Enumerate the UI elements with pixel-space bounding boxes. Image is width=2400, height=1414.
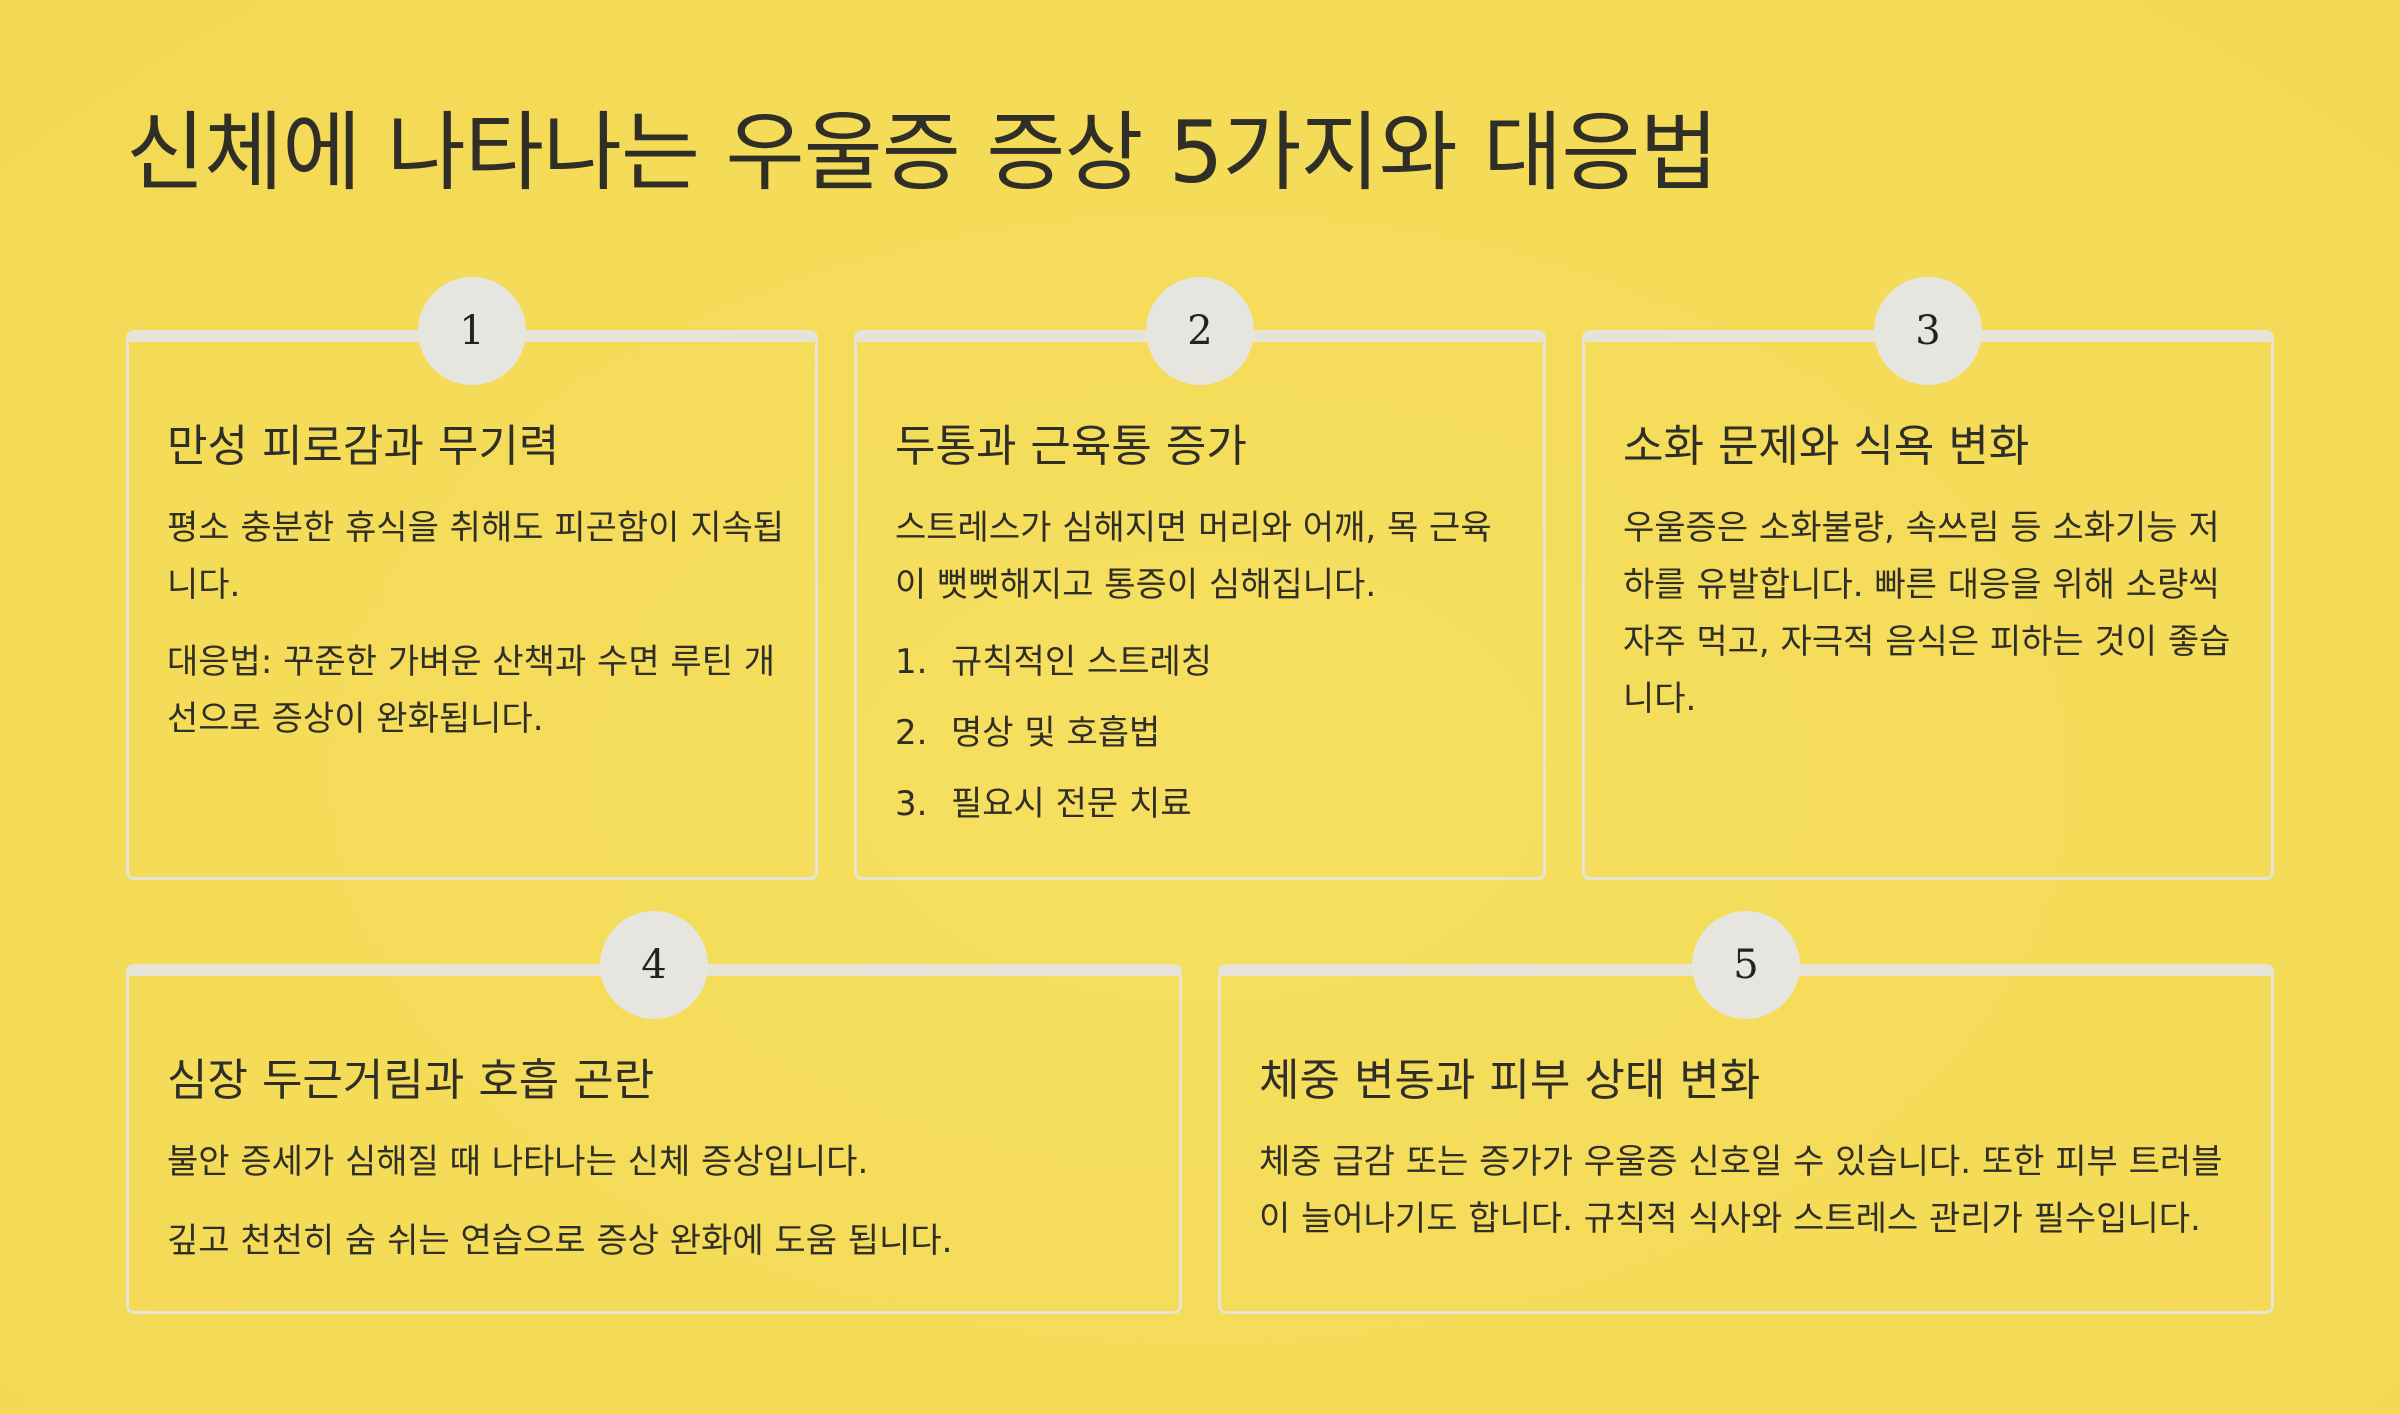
list-item-text: 규칙적인 스트레칭 (951, 642, 1213, 682)
symptom-card-5: 5 체중 변동과 피부 상태 변화 체중 급감 또는 증가가 우울증 신호일 수… (1218, 911, 2274, 1314)
step-number-badge: 1 (418, 277, 526, 385)
card-heading: 만성 피로감과 무기력 (167, 421, 560, 472)
list-item: 3. 필요시 전문 치료 (895, 776, 1513, 833)
list-item: 2. 명상 및 호흡법 (895, 705, 1513, 762)
list-item-text: 명상 및 호흡법 (951, 713, 1161, 753)
card-description: 평소 충분한 휴식을 취해도 피곤함이 지속됩니다. (167, 508, 785, 605)
card-body: 평소 충분한 휴식을 취해도 피곤함이 지속됩니다. 대응법: 꾸준한 가벼운 … (167, 500, 785, 768)
page-title: 신체에 나타나는 우울증 증상 5가지와 대응법 (126, 103, 1719, 203)
card-description: 불안 증세가 심해질 때 나타나는 신체 증상입니다. (167, 1142, 869, 1182)
step-number-badge: 5 (1692, 911, 1800, 1019)
list-item-number: 3. (895, 784, 928, 824)
card-body: 우울증은 소화불량, 속쓰림 등 소화기능 저하를 유발합니다. 빠른 대응을 … (1623, 500, 2241, 748)
symptom-card-1: 1 만성 피로감과 무기력 평소 충분한 휴식을 취해도 피곤함이 지속됩니다.… (126, 277, 818, 880)
card-remedy: 깊고 천천히 숨 쉬는 연습으로 증상 완화에 도움 됩니다. (167, 1221, 953, 1261)
card-description: 우울증은 소화불량, 속쓰림 등 소화기능 저하를 유발합니다. 빠른 대응을 … (1623, 508, 2231, 719)
card-remedy: 대응법: 꾸준한 가벼운 산책과 수면 루틴 개선으로 증상이 완화됩니다. (167, 642, 776, 739)
list-item-text: 필요시 전문 치료 (951, 784, 1192, 824)
card-description: 스트레스가 심해지면 머리와 어깨, 목 근육이 뻣뻣해지고 통증이 심해집니다… (895, 508, 1492, 605)
list-item-number: 1. (895, 642, 928, 682)
card-heading: 소화 문제와 식욕 변화 (1623, 421, 2030, 472)
step-number-badge: 4 (600, 911, 708, 1019)
symptom-card-2: 2 두통과 근육통 증가 스트레스가 심해지면 머리와 어깨, 목 근육이 뻣뻣… (854, 277, 1546, 880)
card-heading: 두통과 근육통 증가 (895, 421, 1247, 472)
step-number-badge: 2 (1146, 277, 1254, 385)
list-item-number: 2. (895, 713, 928, 753)
card-body: 스트레스가 심해지면 머리와 어깨, 목 근육이 뻣뻣해지고 통증이 심해집니다… (895, 500, 1513, 847)
list-item: 1. 규칙적인 스트레칭 (895, 634, 1513, 691)
card-heading: 심장 두근거림과 호흡 곤란 (167, 1055, 655, 1106)
symptom-card-3: 3 소화 문제와 식욕 변화 우울증은 소화불량, 속쓰림 등 소화기능 저하를… (1582, 277, 2274, 880)
remedy-list: 1. 규칙적인 스트레칭 2. 명상 및 호흡법 3. 필요시 전문 치료 (895, 634, 1513, 833)
symptom-card-4: 4 심장 두근거림과 호흡 곤란 불안 증세가 심해질 때 나타나는 신체 증상… (126, 911, 1182, 1314)
card-description: 체중 급감 또는 증가가 우울증 신호일 수 있습니다. 또한 피부 트러블이 … (1259, 1142, 2223, 1239)
card-body: 불안 증세가 심해질 때 나타나는 신체 증상입니다. 깊고 천천히 숨 쉬는 … (167, 1134, 1149, 1292)
card-heading: 체중 변동과 피부 상태 변화 (1259, 1055, 1761, 1106)
card-body: 체중 급감 또는 증가가 우울증 신호일 수 있습니다. 또한 피부 트러블이 … (1259, 1134, 2241, 1268)
step-number-badge: 3 (1874, 277, 1982, 385)
